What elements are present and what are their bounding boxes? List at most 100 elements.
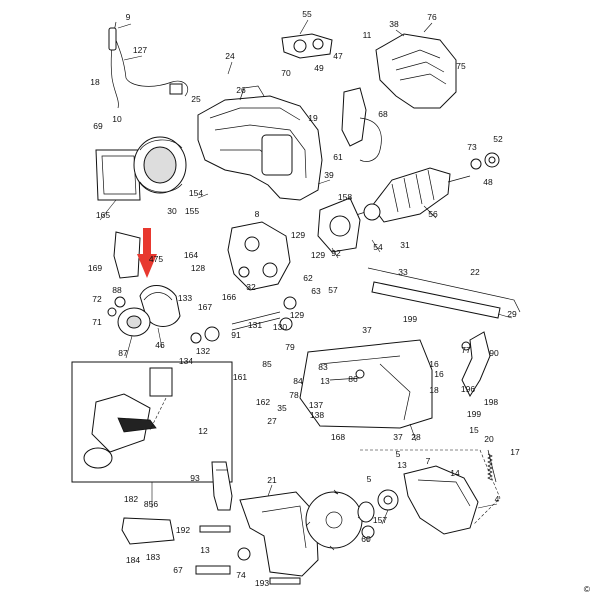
- part-callout-60: 60: [361, 534, 371, 544]
- drive-belt: [107, 285, 181, 337]
- part-callout-22: 22: [470, 267, 480, 277]
- motor-cover: [375, 33, 457, 109]
- part-callout-31: 31: [400, 240, 410, 250]
- part-callout-85: 85: [262, 359, 272, 369]
- part-callout-47: 47: [333, 51, 343, 61]
- part-callout-74: 74: [236, 570, 246, 580]
- part-callout-7: 7: [426, 456, 431, 466]
- fan-plate: [317, 197, 381, 253]
- part-callout-9: 9: [126, 12, 131, 22]
- part-callout-55: 55: [302, 9, 312, 19]
- part-callout-56: 56: [428, 209, 438, 219]
- power-cord: [108, 21, 189, 109]
- part-callout-84: 84: [293, 376, 303, 386]
- part-callout-37: 37: [362, 325, 372, 335]
- lever-linkage: [367, 267, 521, 351]
- part-callout-93: 93: [190, 473, 200, 483]
- part-callout-38: 38: [389, 19, 399, 29]
- part-callout-88: 88: [112, 285, 122, 295]
- part-callout-33: 33: [398, 267, 408, 277]
- part-callout-26: 26: [236, 85, 246, 95]
- part-callout-21: 21: [267, 475, 277, 485]
- part-callout-92: 92: [331, 248, 341, 258]
- part-callout-8: 8: [255, 209, 260, 219]
- bracket: [113, 231, 141, 279]
- part-callout-5: 5: [367, 474, 372, 484]
- part-callout-13: 13: [200, 545, 210, 555]
- part-callout-69: 69: [93, 121, 103, 131]
- part-callout-54: 54: [373, 242, 383, 252]
- part-callout-134: 134: [179, 356, 193, 366]
- part-callout-78: 78: [289, 390, 299, 400]
- part-callout-25: 25: [191, 94, 201, 104]
- part-callout-16: 16: [429, 359, 439, 369]
- part-callout-57: 57: [328, 285, 338, 295]
- part-callout-73: 73: [467, 142, 477, 152]
- part-callout-4: 4: [495, 494, 500, 504]
- part-callout-52: 52: [493, 134, 503, 144]
- part-callout-19: 19: [308, 113, 318, 123]
- part-callout-856: 856: [144, 499, 158, 509]
- part-callout-14: 14: [450, 468, 460, 478]
- spring: [487, 449, 497, 483]
- part-callout-129: 129: [290, 310, 304, 320]
- part-callout-15: 15: [469, 425, 479, 435]
- part-callout-165: 165: [96, 210, 110, 220]
- part-callout-13: 13: [397, 460, 407, 470]
- part-callout-90: 90: [489, 348, 499, 358]
- lower-guard: [239, 491, 319, 577]
- part-callout-91: 91: [231, 330, 241, 340]
- part-callout-79: 79: [285, 342, 295, 352]
- part-callout-67: 67: [173, 565, 183, 575]
- part-callout-72: 72: [92, 294, 102, 304]
- brush-holder: [281, 33, 333, 59]
- detail-inset: [71, 361, 233, 483]
- part-callout-35: 35: [277, 403, 287, 413]
- part-callout-193: 193: [255, 578, 269, 588]
- base-housing: [299, 339, 433, 429]
- gear-housing: [227, 221, 291, 291]
- part-callout-18: 18: [429, 385, 439, 395]
- part-callout-162: 162: [256, 397, 270, 407]
- upper-guard: [360, 449, 501, 535]
- part-callout-77: 77: [461, 345, 471, 355]
- part-callout-199: 199: [403, 314, 417, 324]
- part-callout-184: 184: [126, 555, 140, 565]
- side-handle: [211, 461, 233, 511]
- leader-lines: [99, 19, 513, 542]
- part-callout-131: 131: [248, 320, 262, 330]
- cover-plate: [121, 517, 175, 545]
- part-callout-183: 183: [146, 552, 160, 562]
- part-callout-158: 158: [338, 192, 352, 202]
- part-callout-75: 75: [456, 61, 466, 71]
- part-callout-27: 27: [267, 416, 277, 426]
- part-callout-5: 5: [396, 449, 401, 459]
- part-callout-24: 24: [225, 51, 235, 61]
- part-callout-12: 12: [198, 426, 208, 436]
- part-callout-128: 128: [191, 263, 205, 273]
- part-callout-46: 46: [155, 340, 165, 350]
- part-callout-198: 198: [484, 397, 498, 407]
- part-callout-86: 86: [348, 374, 358, 384]
- part-callout-83: 83: [318, 362, 328, 372]
- part-callout-182: 182: [124, 494, 138, 504]
- part-callout-132: 132: [196, 346, 210, 356]
- part-callout-29: 29: [507, 309, 517, 319]
- part-callout-30: 30: [167, 206, 177, 216]
- part-callout-37: 37: [393, 432, 403, 442]
- part-callout-168: 168: [331, 432, 345, 442]
- part-callout-87: 87: [118, 348, 128, 358]
- part-callout-71: 71: [92, 317, 102, 327]
- part-callout-48: 48: [483, 177, 493, 187]
- part-callout-167: 167: [198, 302, 212, 312]
- saw-blade: [305, 489, 363, 551]
- part-callout-138: 138: [310, 410, 324, 420]
- part-callout-61: 61: [333, 152, 343, 162]
- part-callout-196: 196: [461, 384, 475, 394]
- part-callout-169: 169: [88, 263, 102, 273]
- part-callout-62: 62: [303, 273, 313, 283]
- part-callout-155: 155: [185, 206, 199, 216]
- red-arrow-indicator: [137, 228, 157, 278]
- part-callout-20: 20: [484, 434, 494, 444]
- part-callout-161: 161: [233, 372, 247, 382]
